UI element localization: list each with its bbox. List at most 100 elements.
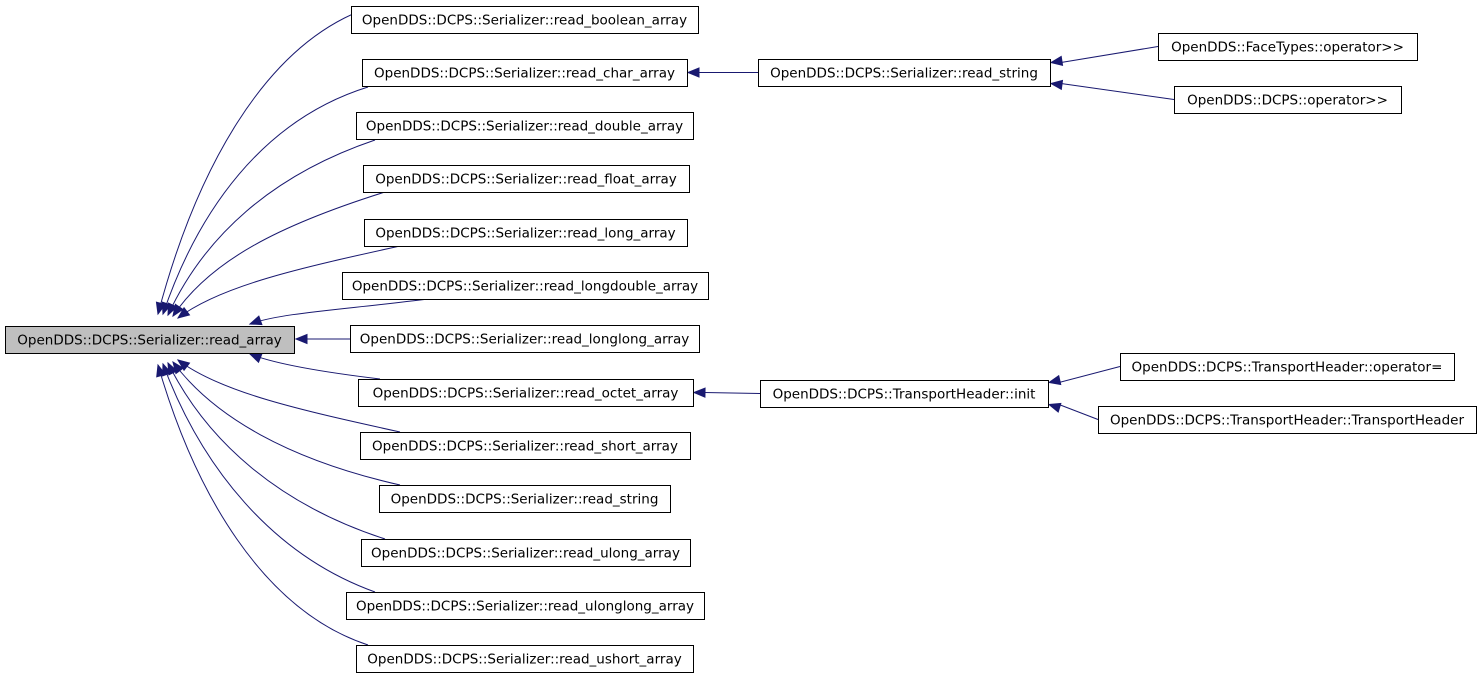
- edge-line: [172, 191, 386, 317]
- arrowhead: [294, 333, 308, 345]
- node-label: OpenDDS::DCPS::Serializer::read_longlong…: [360, 332, 689, 348]
- node-n-dcop[interactable]: OpenDDS::DCPS::operator>>: [1174, 86, 1402, 114]
- node-n-short[interactable]: OpenDDS::DCPS::Serializer::read_short_ar…: [360, 432, 691, 460]
- edge-line: [1060, 83, 1175, 100]
- arrowhead: [1049, 79, 1064, 91]
- node-label: OpenDDS::DCPS::Serializer::read_octet_ar…: [373, 386, 679, 402]
- node-n-ushort[interactable]: OpenDDS::DCPS::Serializer::read_ushort_a…: [356, 645, 694, 673]
- node-n-ldbl[interactable]: OpenDDS::DCPS::Serializer::read_longdoub…: [342, 272, 709, 300]
- node-label: OpenDDS::DCPS::TransportHeader::operator…: [1132, 360, 1443, 376]
- edge-line: [172, 361, 401, 486]
- node-box: [364, 219, 688, 247]
- node-n-float[interactable]: OpenDDS::DCPS::Serializer::read_float_ar…: [363, 165, 690, 193]
- node-box: [342, 272, 709, 300]
- node-label: OpenDDS::DCPS::Serializer::read_string: [770, 66, 1038, 82]
- node-n-double[interactable]: OpenDDS::DCPS::Serializer::read_double_a…: [356, 112, 694, 140]
- node-label: OpenDDS::DCPS::Serializer::read_ulong_ar…: [371, 546, 680, 562]
- edge-line: [162, 86, 369, 315]
- node-n-ulong[interactable]: OpenDDS::DCPS::Serializer::read_ulong_ar…: [361, 539, 691, 567]
- edge-line: [157, 364, 369, 646]
- arrowhead: [1047, 374, 1062, 386]
- arrowhead: [692, 387, 706, 398]
- edge-n_char-to-root: [161, 86, 369, 316]
- arrowhead: [176, 359, 191, 372]
- edge-n_face-to-n_rs2: [1049, 46, 1159, 66]
- edge-line: [162, 363, 376, 593]
- node-box: [350, 325, 700, 353]
- arrowhead: [172, 303, 184, 318]
- edge-line: [1060, 46, 1159, 63]
- edge-n_long-to-root: [176, 245, 401, 319]
- node-box: [356, 645, 694, 673]
- edge-line: [249, 298, 429, 325]
- arrowhead: [156, 363, 167, 378]
- node-n-char[interactable]: OpenDDS::DCPS::Serializer::read_char_arr…: [362, 59, 688, 87]
- edge-line: [177, 359, 401, 433]
- node-n-long[interactable]: OpenDDS::DCPS::Serializer::read_long_arr…: [364, 219, 688, 247]
- edge-n_dcop-to-n_rs2: [1049, 79, 1175, 100]
- arrowhead: [1049, 55, 1064, 66]
- edge-line: [167, 362, 386, 540]
- arrowhead: [176, 306, 191, 319]
- node-box: [1174, 86, 1402, 114]
- node-n-bool[interactable]: OpenDDS::DCPS::Serializer::read_boolean_…: [351, 6, 699, 34]
- node-label: OpenDDS::DCPS::Serializer::read_short_ar…: [372, 439, 678, 455]
- node-n-thctor[interactable]: OpenDDS::DCPS::TransportHeader::Transpor…: [1098, 406, 1477, 434]
- arrowhead: [1047, 402, 1062, 413]
- arrowhead: [248, 315, 263, 326]
- edge-n_float-to-root: [172, 191, 386, 318]
- edge-line: [167, 139, 376, 316]
- node-box: [363, 165, 690, 193]
- edge-n_rs2-to-n_char: [686, 67, 758, 78]
- edge-n_octet-to-root: [248, 353, 381, 380]
- arrowhead: [167, 302, 178, 317]
- node-n-face[interactable]: OpenDDS::FaceTypes::operator>>: [1158, 33, 1418, 61]
- edge-line: [249, 353, 381, 380]
- edges-layer: [155, 7, 1175, 646]
- node-box: [1158, 33, 1418, 61]
- node-root[interactable]: OpenDDS::DCPS::Serializer::read_array: [5, 326, 295, 354]
- edge-n_thctor-to-n_thinit: [1047, 402, 1099, 420]
- edge-line: [1058, 404, 1099, 420]
- node-box: [361, 539, 691, 567]
- node-label: OpenDDS::DCPS::Serializer::read_double_a…: [366, 119, 683, 135]
- node-box: [1098, 406, 1477, 434]
- node-n-octet[interactable]: OpenDDS::DCPS::Serializer::read_octet_ar…: [358, 379, 694, 407]
- nodes-layer: OpenDDS::DCPS::Serializer::read_arrayOpe…: [5, 6, 1477, 673]
- node-box: [5, 326, 295, 354]
- edge-n_ulong-to-root: [167, 361, 386, 540]
- node-box: [362, 59, 688, 87]
- node-label: OpenDDS::DCPS::Serializer::read_string: [391, 492, 659, 508]
- node-label: OpenDDS::FaceTypes::operator>>: [1171, 40, 1404, 56]
- edge-n_ushort-to-root: [156, 363, 369, 646]
- node-box: [1120, 353, 1455, 381]
- edge-line: [1058, 366, 1121, 383]
- node-box: [346, 592, 705, 620]
- node-label: OpenDDS::DCPS::operator>>: [1187, 93, 1388, 109]
- edge-n_ull-to-root: [162, 362, 376, 593]
- node-label: OpenDDS::DCPS::TransportHeader::Transpor…: [1110, 413, 1464, 429]
- node-label: OpenDDS::DCPS::Serializer::read_array: [17, 333, 281, 349]
- edge-line: [157, 7, 369, 315]
- node-label: OpenDDS::DCPS::Serializer::read_float_ar…: [375, 172, 677, 188]
- node-n-string[interactable]: OpenDDS::DCPS::Serializer::read_string: [379, 485, 671, 513]
- edge-line: [177, 245, 401, 319]
- node-n-ll[interactable]: OpenDDS::DCPS::Serializer::read_longlong…: [350, 325, 700, 353]
- node-label: OpenDDS::DCPS::Serializer::read_ulonglon…: [356, 599, 694, 615]
- arrowhead: [686, 67, 700, 78]
- node-box: [356, 112, 694, 140]
- node-n-rs2[interactable]: OpenDDS::DCPS::Serializer::read_string: [758, 59, 1051, 87]
- edge-n_short-to-root: [176, 359, 401, 433]
- edge-line: [703, 392, 761, 394]
- node-label: OpenDDS::DCPS::Serializer::read_longdoub…: [352, 279, 698, 295]
- node-box: [758, 59, 1051, 87]
- node-n-ull[interactable]: OpenDDS::DCPS::Serializer::read_ulonglon…: [346, 592, 705, 620]
- node-label: OpenDDS::DCPS::Serializer::read_char_arr…: [374, 66, 675, 82]
- node-box: [358, 379, 694, 407]
- edge-n_ldbl-to-root: [248, 298, 429, 326]
- node-box: [360, 432, 691, 460]
- node-n-thinit[interactable]: OpenDDS::DCPS::TransportHeader::init: [760, 380, 1049, 408]
- node-label: OpenDDS::DCPS::TransportHeader::init: [773, 387, 1036, 403]
- edge-n_ll-to-root: [294, 333, 350, 345]
- node-n-thop[interactable]: OpenDDS::DCPS::TransportHeader::operator…: [1120, 353, 1455, 381]
